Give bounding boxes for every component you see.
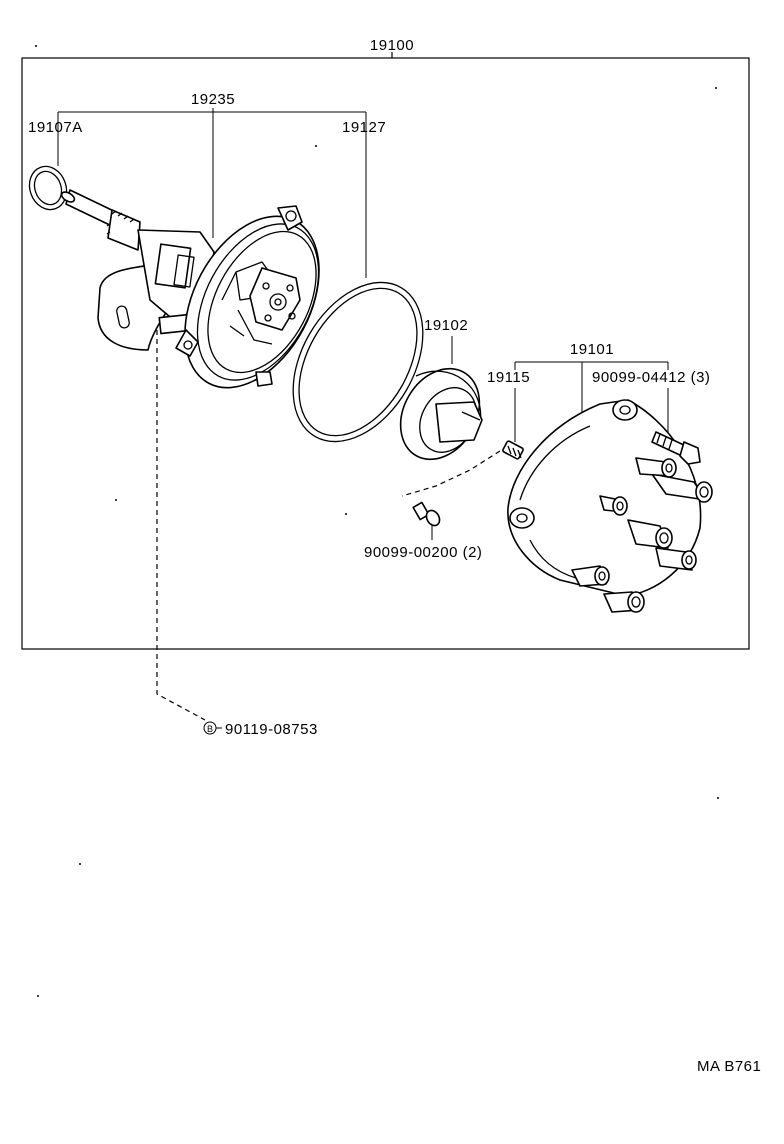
label-cap-group: 19101 [570, 341, 614, 358]
bolt-b-dashed-path [156, 330, 206, 721]
speck [35, 45, 37, 47]
cap-bolt-90099-04412 [651, 431, 701, 465]
rotor-screw-90099-00200 [412, 501, 441, 527]
label-o-ring: 19107A [28, 119, 83, 136]
gasket-19127 [292, 281, 424, 443]
distributor-cap-19101 [507, 399, 713, 613]
cap-tower-3 [599, 495, 628, 516]
label-assembly: 19100 [370, 37, 414, 54]
label-housing-group: 19235 [191, 91, 235, 108]
speck [717, 797, 719, 799]
carbon-brush-19115 [502, 440, 524, 460]
label-bolt-b: 90119-08753 [225, 721, 318, 738]
cap-tower-6 [603, 591, 645, 613]
label-ref-code: MA B761 [697, 1058, 761, 1075]
label-rotor: 19102 [424, 317, 468, 334]
label-gasket: 19127 [342, 119, 386, 136]
distributor-housing-19235 [60, 189, 320, 389]
cap-tower-2 [635, 457, 677, 478]
speck [79, 863, 81, 865]
screw-dashed-path [401, 450, 501, 497]
speck [345, 513, 347, 515]
speck [715, 87, 717, 89]
cap-tower-1 [651, 473, 713, 503]
label-rotor-screw: 90099-00200 (2) [364, 544, 482, 561]
cap-tower-5 [571, 565, 610, 587]
circle-b-marker [203, 721, 217, 735]
speck [37, 995, 39, 997]
label-cap-bolt: 90099-04412 (3) [592, 369, 710, 386]
cap-tower-4 [655, 547, 697, 571]
o-ring-19107a [28, 165, 68, 211]
assembly-frame [21, 57, 750, 650]
speck [315, 145, 317, 147]
label-carbon-brush: 19115 [487, 369, 530, 386]
circle-b-letter: B [207, 724, 213, 734]
speck [115, 499, 117, 501]
rotor-19102 [399, 367, 483, 461]
cap-tower-center [627, 519, 673, 549]
